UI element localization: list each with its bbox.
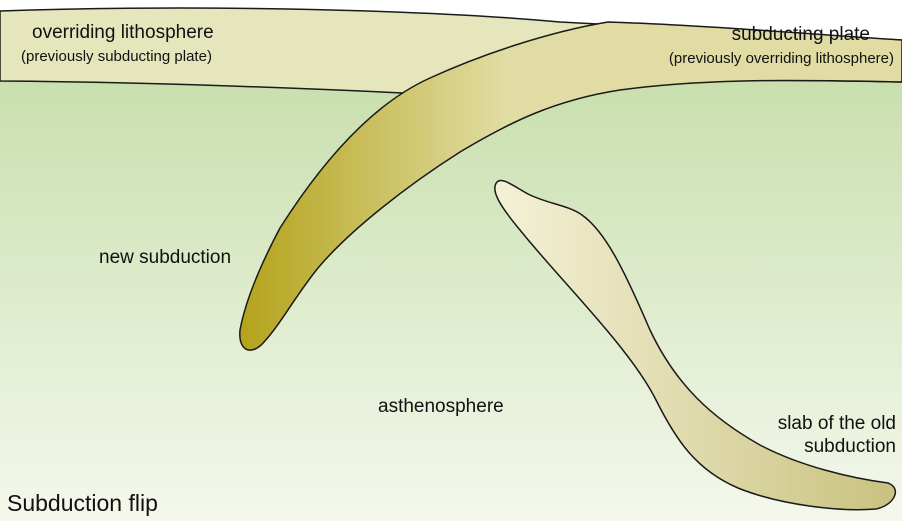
label-subducting-plate: subducting plate [732,24,870,46]
diagram-title: Subduction flip [7,490,158,516]
label-subducting-plate-note: (previously overriding lithosphere) [669,50,894,67]
label-overriding-lithosphere-note: (previously subducting plate) [21,48,212,65]
label-overriding-lithosphere: overriding lithosphere [32,22,214,44]
label-slab-old-line2: subduction [804,436,896,458]
label-asthenosphere: asthenosphere [378,396,504,418]
label-new-subduction: new subduction [99,247,231,269]
label-slab-old-line1: slab of the old [778,413,896,435]
